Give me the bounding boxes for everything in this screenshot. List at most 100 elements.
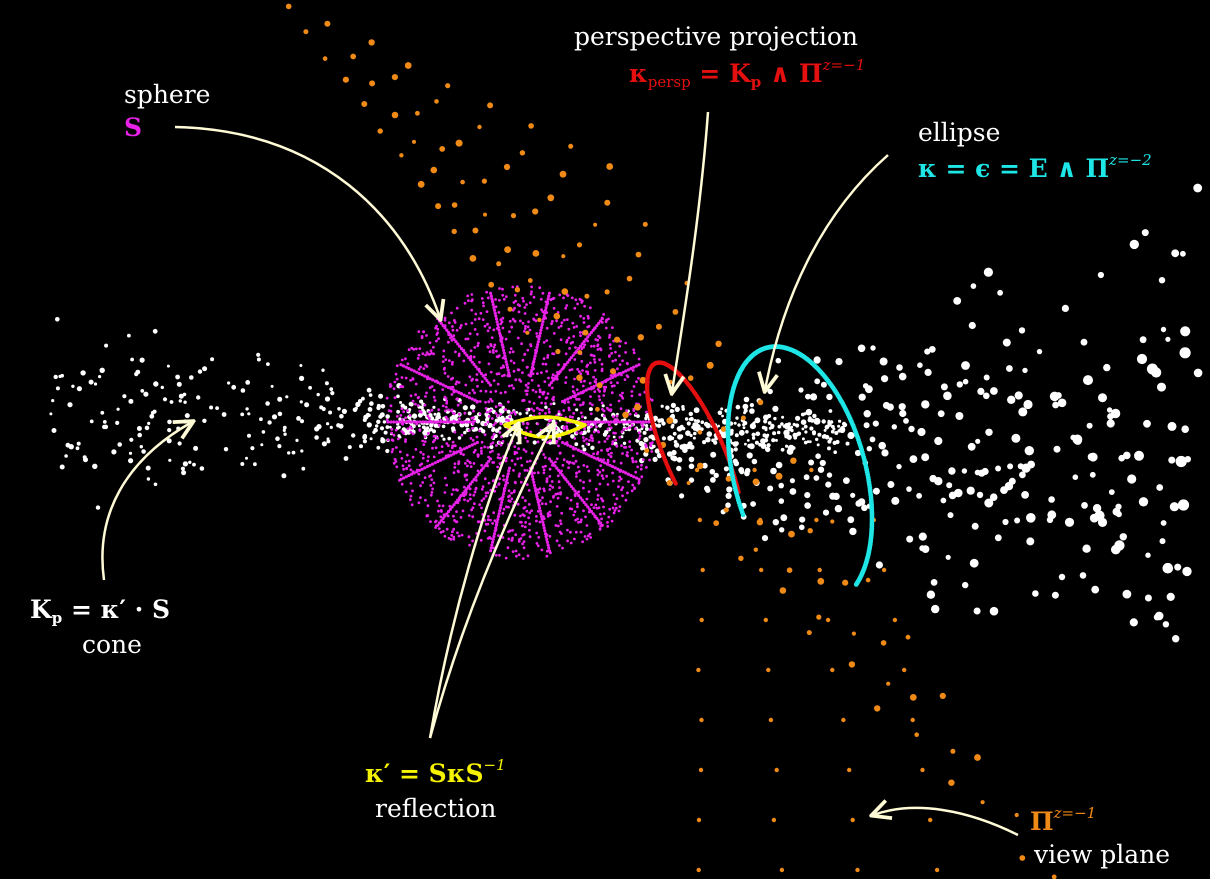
sphere-point [625, 453, 629, 457]
cone-point [184, 413, 190, 419]
sphere-point [443, 514, 447, 518]
sphere-point [534, 348, 539, 352]
cone-point [1181, 425, 1189, 434]
cone-point [265, 401, 270, 406]
sphere-point [606, 525, 610, 528]
sphere-point [596, 348, 600, 351]
sphere-point [507, 489, 511, 493]
cone-point [827, 446, 831, 451]
view-plane-point [817, 577, 825, 585]
cone-point [813, 417, 821, 425]
sphere-point [505, 475, 510, 479]
sphere-point [557, 480, 561, 484]
sphere-point [598, 319, 603, 323]
cone-point [872, 487, 880, 495]
sphere-point [579, 403, 582, 407]
view-plane-point [488, 281, 495, 288]
sphere-point [598, 521, 603, 525]
view-plane-point [768, 717, 774, 723]
sphere-point [501, 316, 505, 320]
view-plane-point [610, 368, 616, 375]
cone-point [672, 418, 678, 424]
sphere-point [589, 361, 592, 365]
sphere-point [498, 431, 502, 434]
cone-point [743, 411, 747, 415]
sphere-point [582, 321, 586, 324]
sphere-point [428, 463, 432, 467]
sphere-point [540, 514, 544, 519]
sphere-point [631, 456, 634, 460]
cone-point [270, 384, 274, 388]
sphere-point [546, 512, 550, 516]
sphere-point [549, 484, 552, 487]
sphere-point [544, 402, 547, 405]
sphere-point [412, 471, 416, 475]
sphere-point [431, 378, 435, 382]
sphere-point [521, 296, 525, 300]
view-plane-point [886, 681, 891, 686]
sphere-point [557, 468, 561, 472]
sphere-point [436, 380, 440, 385]
cone-point [1049, 391, 1060, 402]
sphere-point [598, 482, 602, 486]
cone-point [995, 465, 1002, 472]
sphere-point [470, 360, 474, 364]
sphere-point [551, 378, 555, 383]
sphere-point [554, 460, 557, 464]
cone-point [776, 430, 781, 435]
sphere-point [502, 492, 506, 496]
sphere-point [515, 554, 518, 558]
view-plane-point [303, 29, 309, 35]
sphere-point [606, 521, 609, 524]
sphere-point [479, 468, 483, 472]
cone-point [926, 590, 936, 599]
cone-point [58, 374, 62, 379]
view-plane-point [1019, 855, 1026, 861]
sphere-point [624, 369, 628, 373]
sphere-point [409, 468, 413, 472]
view-plane-point [699, 717, 704, 723]
sphere-point [588, 507, 592, 511]
sphere-point [453, 430, 457, 434]
sphere-point [575, 397, 578, 401]
sphere-point [598, 470, 602, 474]
sphere-point [564, 352, 568, 356]
sphere-point [580, 431, 584, 434]
sphere-point [513, 463, 517, 466]
sphere-point [460, 433, 464, 437]
sphere-point [473, 490, 477, 494]
sphere-point [425, 391, 428, 395]
sphere-point [543, 380, 547, 383]
annotation-arrows [101, 111, 1019, 837]
cone-point [139, 445, 143, 449]
view-plane-point [361, 101, 368, 107]
cone-point [362, 418, 367, 422]
cone-point [489, 444, 494, 450]
sphere-point [589, 330, 594, 335]
sphere-point [454, 350, 457, 354]
sphere-point [468, 493, 472, 496]
sphere-point [462, 359, 466, 363]
sphere-point [632, 409, 636, 412]
sphere-point [548, 534, 552, 538]
sphere-point [444, 405, 448, 409]
sphere-point [535, 335, 539, 338]
sphere-point [489, 537, 493, 540]
sphere-point [499, 318, 503, 322]
sphere-point [456, 342, 460, 346]
sphere-point [423, 440, 427, 443]
cone-point [314, 426, 320, 432]
sphere-point [519, 436, 522, 440]
view-plane-point [855, 867, 860, 873]
sphere-point [589, 412, 593, 416]
cone-point [870, 345, 876, 351]
sphere-point [402, 432, 406, 435]
cone-point [917, 362, 923, 369]
sphere-point [502, 348, 506, 352]
sphere-point [455, 488, 458, 492]
sphere-point [471, 426, 474, 430]
sphere-point [547, 383, 552, 387]
sphere-point [489, 294, 493, 298]
sphere-point [454, 500, 458, 504]
sphere-point [521, 371, 524, 375]
